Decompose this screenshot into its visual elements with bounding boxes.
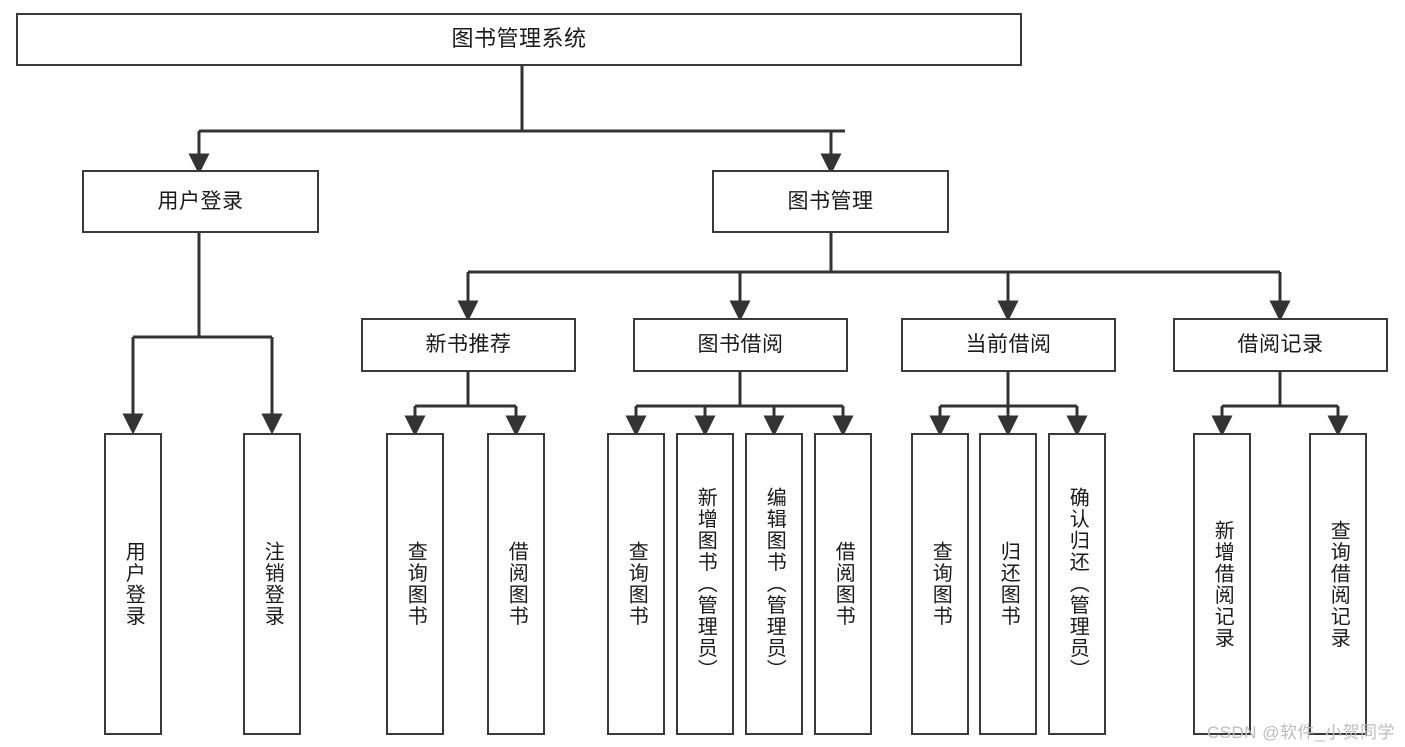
node-book-management[interactable]: 图书管理 (712, 170, 949, 233)
leaf-borrowrecords-add-record[interactable]: 新增借阅记录 (1193, 433, 1251, 735)
leaf-bookborrow-add-book-admin[interactable]: 新增图书（管理员） (676, 433, 734, 735)
node-label: 借阅记录 (1237, 333, 1324, 357)
node-label: 编辑图书（管理员） (763, 487, 786, 681)
node-label: 新增借阅记录 (1211, 519, 1234, 649)
node-label: 查询图书 (404, 541, 427, 627)
node-label: 借阅图书 (832, 541, 855, 627)
node-label: 当前借阅 (965, 333, 1052, 357)
node-label: 新书推荐 (425, 333, 512, 357)
leaf-currentborrow-confirm-return-admin[interactable]: 确认归还（管理员） (1048, 433, 1106, 735)
leaf-borrowrecords-query-record[interactable]: 查询借阅记录 (1309, 433, 1367, 735)
node-label: 用户登录 (157, 189, 244, 213)
node-book-borrow[interactable]: 图书借阅 (633, 318, 848, 372)
leaf-currentborrow-query-book[interactable]: 查询图书 (911, 433, 969, 735)
node-label: 图书管理系统 (451, 26, 587, 52)
node-label: 查询图书 (625, 541, 648, 627)
leaf-currentborrow-return-book[interactable]: 归还图书 (979, 433, 1037, 735)
node-label: 用户登录 (122, 541, 145, 627)
node-label: 借阅图书 (505, 541, 528, 627)
node-root-system[interactable]: 图书管理系统 (16, 13, 1022, 66)
node-label: 图书管理 (787, 189, 874, 213)
leaf-bookborrow-edit-book-admin[interactable]: 编辑图书（管理员） (745, 433, 803, 735)
node-label: 图书借阅 (697, 333, 784, 357)
node-label: 查询借阅记录 (1327, 519, 1350, 649)
leaf-newbook-query-book[interactable]: 查询图书 (386, 433, 444, 735)
node-label: 确认归还（管理员） (1066, 487, 1089, 681)
node-label: 注销登录 (261, 541, 284, 627)
node-current-borrow[interactable]: 当前借阅 (901, 318, 1116, 372)
leaf-newbook-borrow-book[interactable]: 借阅图书 (487, 433, 545, 735)
leaf-user-login[interactable]: 用户登录 (104, 433, 162, 735)
node-new-book-recommend[interactable]: 新书推荐 (361, 318, 576, 372)
leaf-user-logout[interactable]: 注销登录 (243, 433, 301, 735)
node-label: 归还图书 (997, 541, 1020, 627)
leaf-bookborrow-query-book[interactable]: 查询图书 (607, 433, 665, 735)
node-borrow-records[interactable]: 借阅记录 (1173, 318, 1388, 372)
node-user-login[interactable]: 用户登录 (82, 170, 319, 233)
leaf-bookborrow-borrow-book[interactable]: 借阅图书 (814, 433, 872, 735)
node-label: 新增图书（管理员） (694, 487, 717, 681)
node-label: 查询图书 (929, 541, 952, 627)
